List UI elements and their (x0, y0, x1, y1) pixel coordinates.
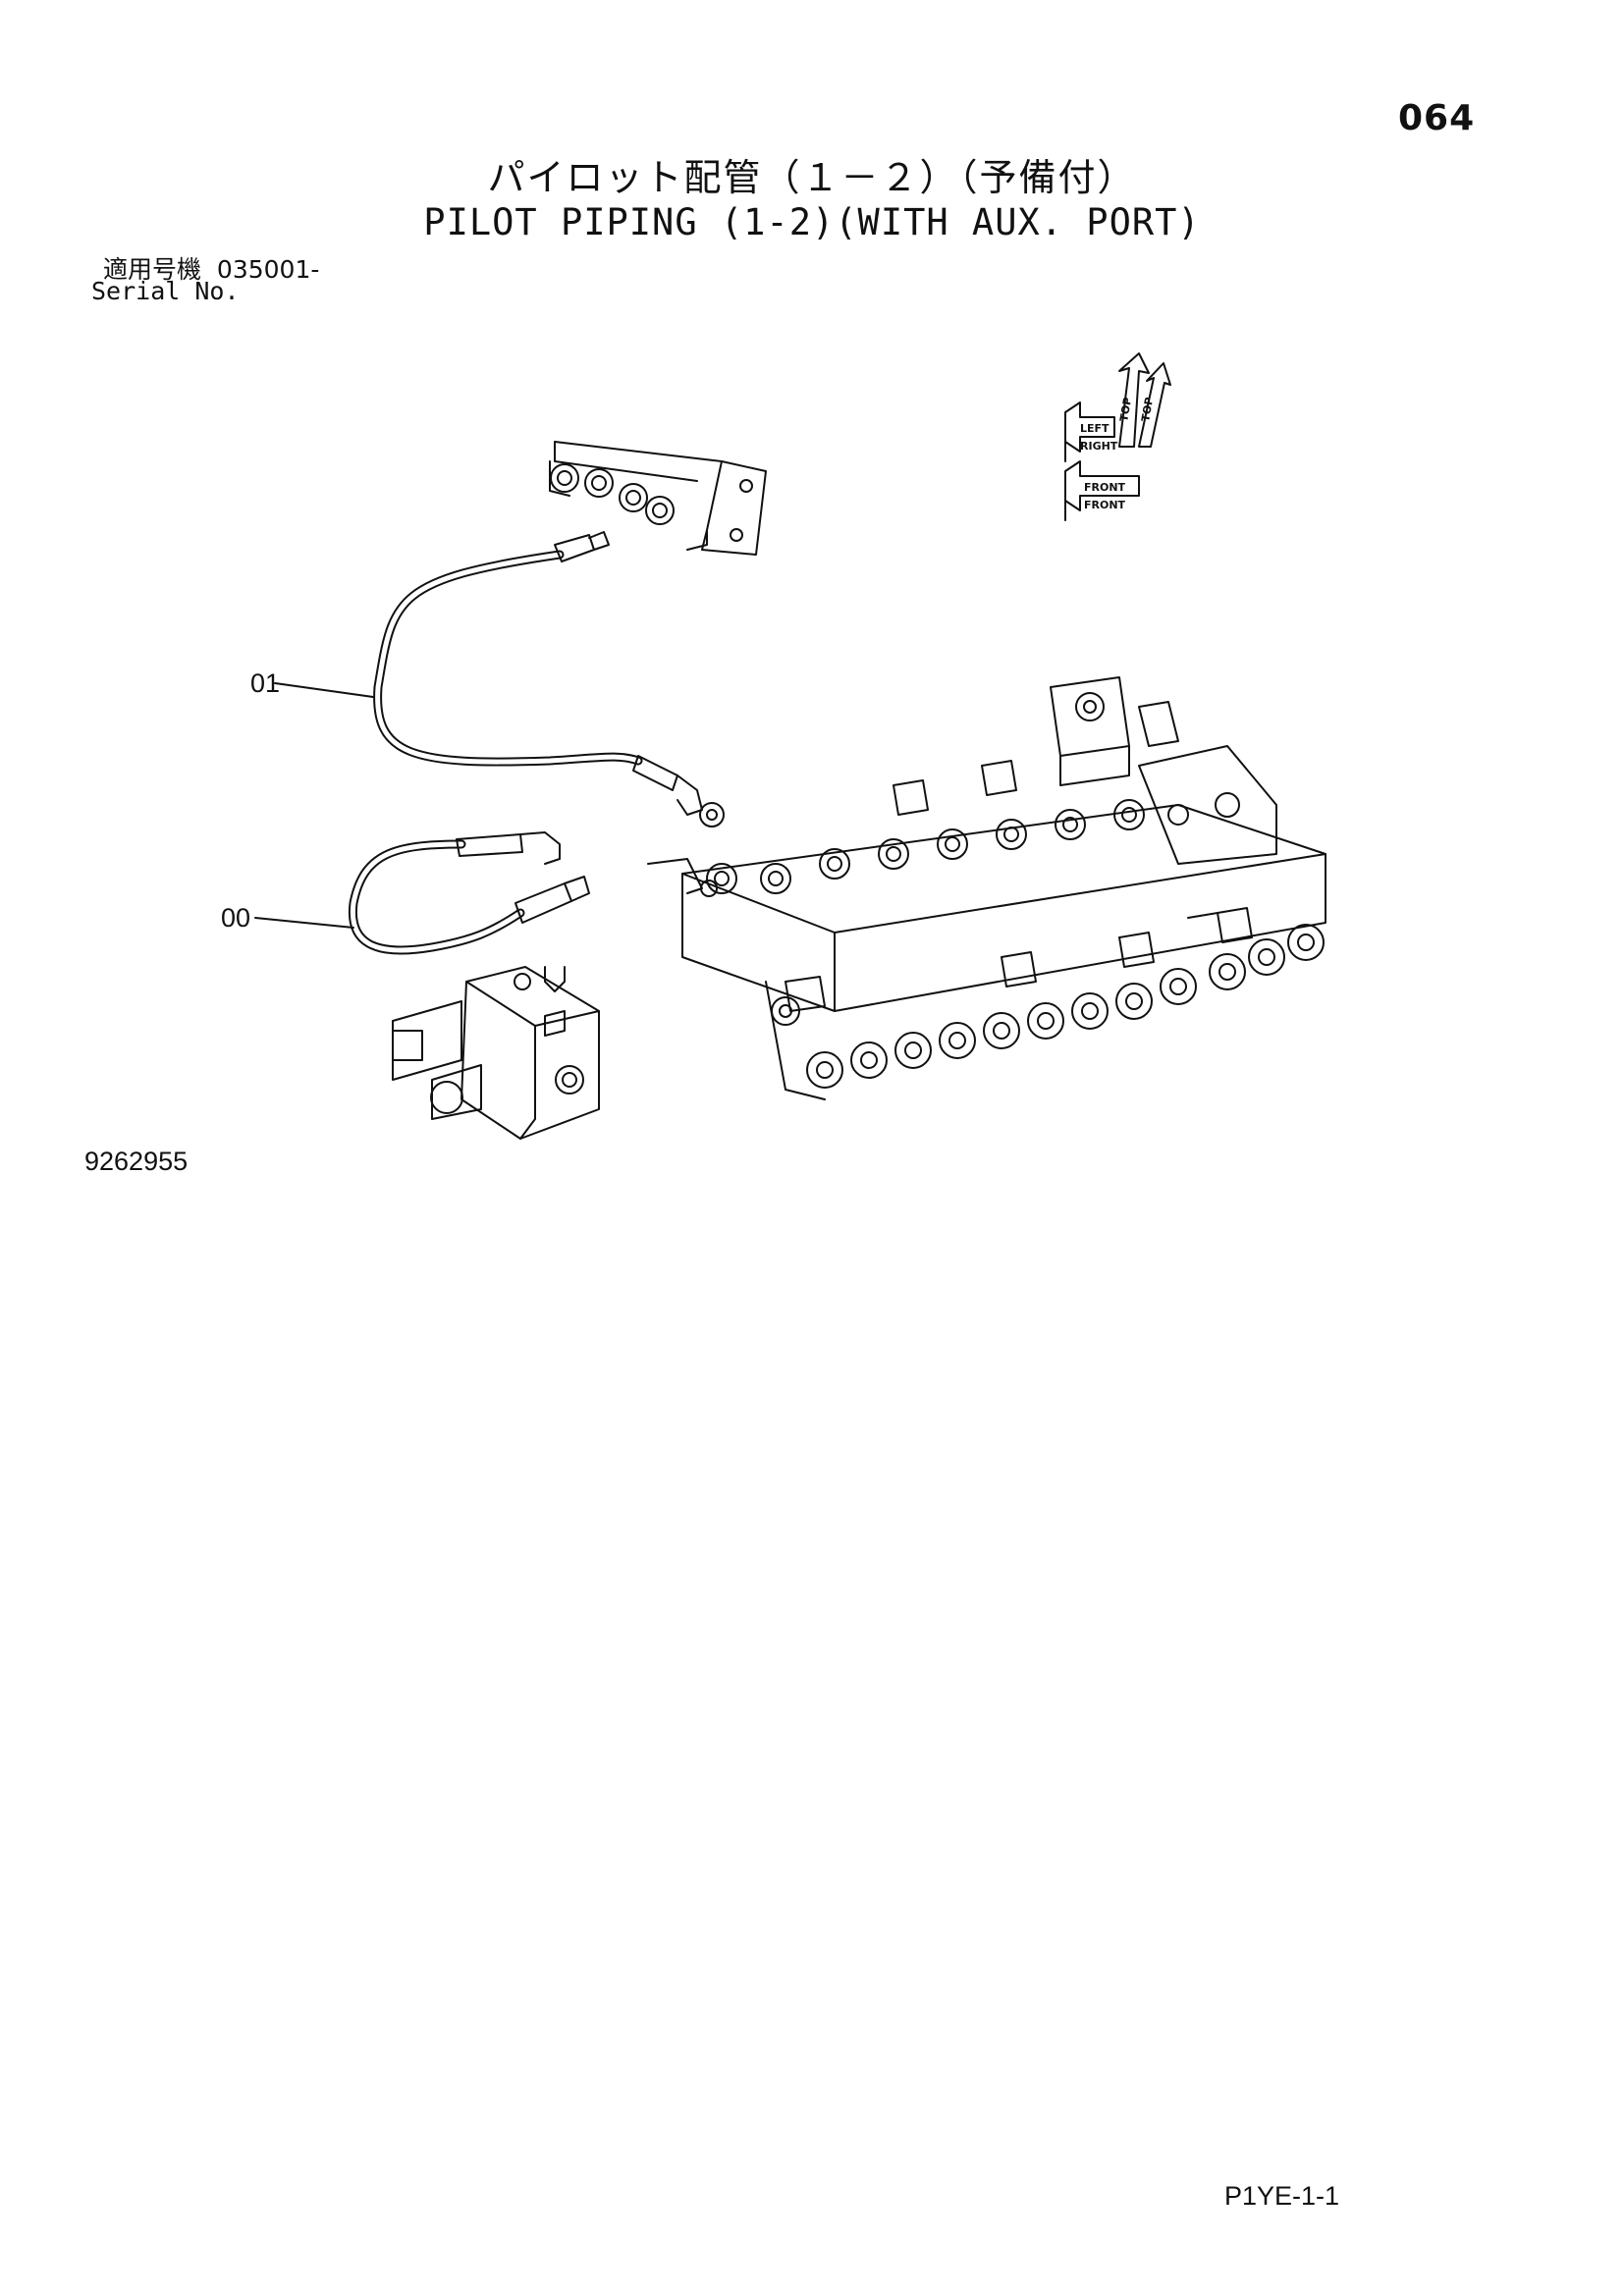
valve-port (894, 1032, 932, 1069)
callout-leader-01 (274, 682, 374, 698)
valve-section (937, 828, 968, 860)
page-title-japanese: パイロット配管（１－２）（予備付） (487, 156, 1137, 199)
valve-section (760, 863, 791, 894)
valve-port (1248, 938, 1285, 976)
valve-port (1209, 953, 1246, 990)
serial-value: 035001- (216, 255, 320, 284)
bracket-fitting (550, 463, 579, 493)
valve-port (1027, 1002, 1064, 1040)
valve-port (939, 1022, 976, 1059)
valve-section (706, 863, 737, 894)
sheet-code: P1YE-1-1 (1224, 2181, 1340, 2211)
page-number: 064 (1398, 98, 1476, 138)
bracket-fitting (619, 483, 648, 512)
callout-label-01: 01 (250, 668, 280, 698)
hose-00 (348, 831, 590, 955)
bracket-fitting (645, 496, 675, 525)
valve-port (1160, 968, 1197, 1005)
hose-01 (373, 531, 725, 828)
valve-port (1071, 992, 1109, 1030)
orientation-label: RIGHT (1080, 440, 1118, 453)
control-valve-assembly (647, 676, 1326, 1100)
orientation-label: FRONT (1084, 481, 1126, 494)
valve-port (983, 1012, 1020, 1049)
bracket-fitting (584, 468, 614, 498)
serial-label-jp: 適用号機 (103, 255, 202, 284)
valve-section (996, 819, 1027, 850)
serial-number-label-japanese: 適用号機 035001- (103, 250, 319, 286)
callout-leader-00 (254, 917, 354, 929)
valve-section (1055, 809, 1086, 840)
valve-port (806, 1051, 843, 1089)
valve-port (1115, 983, 1153, 1020)
valve-section (1113, 799, 1145, 830)
orientation-indicator: LEFT RIGHT FRONT FRONT TOP TOP (1064, 352, 1171, 521)
valve-port (850, 1041, 888, 1079)
orientation-label: TOP (1139, 397, 1156, 423)
callout-label-00: 00 (221, 903, 250, 933)
valve-port (1287, 924, 1325, 961)
pilot-bracket (549, 441, 767, 556)
page-title-english: PILOT PIPING (1-2)(WITH AUX. PORT) (423, 201, 1201, 243)
orientation-label: FRONT (1084, 499, 1126, 511)
valve-section (878, 838, 909, 870)
drawing-number: 9262955 (84, 1147, 189, 1176)
valve-section (819, 848, 850, 880)
serial-number-label-english: Serial No. (91, 277, 240, 305)
orientation-label: LEFT (1080, 422, 1110, 435)
pilot-valve-block (392, 966, 600, 1140)
orientation-label: TOP (1117, 397, 1134, 423)
